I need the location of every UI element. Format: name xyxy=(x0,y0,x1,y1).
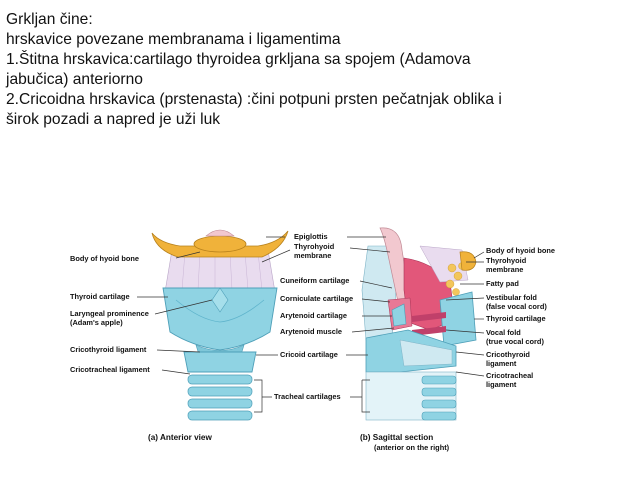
text-line-5: 2.Cricoidna hrskavica (prstenasta) :čini… xyxy=(6,91,502,108)
hyoid-bone-sagittal xyxy=(459,251,477,271)
label-corniculate-cartilage: Corniculate cartilage xyxy=(280,294,353,303)
caption-sagittal-section: (b) Sagittal section xyxy=(360,433,433,442)
label-body-of-hyoid-right: Body of hyoid bone xyxy=(486,246,555,255)
label-cricotracheal-right: Cricotracheal xyxy=(486,371,533,380)
hyoid-bone-anterior xyxy=(151,230,289,258)
label-false-vocal-cord: (false vocal cord) xyxy=(486,302,547,311)
label-body-of-hyoid-left: Body of hyoid bone xyxy=(70,254,139,263)
sagittal-view-drawing xyxy=(361,227,477,421)
anterior-view-drawing xyxy=(151,229,289,421)
label-cricotracheal-ligament-right: ligament xyxy=(486,380,517,389)
label-thyroid-cartilage-left: Thyroid cartilage xyxy=(70,292,130,301)
tracheal-cartilages-anterior xyxy=(187,374,253,421)
label-cricotracheal-ligament-left: Cricotracheal ligament xyxy=(70,365,150,374)
label-cricoid-cartilage: Cricoid cartilage xyxy=(280,350,338,359)
thyroid-cartilage-anterior xyxy=(162,287,278,351)
label-tracheal-cartilages: Tracheal cartilages xyxy=(274,392,341,401)
text-line-6: širok pozadi a napred je uži luk xyxy=(6,111,221,128)
thyroid-cartilage-sagittal xyxy=(439,291,477,347)
text-line-3: 1.Štitna hrskavica:cartilago thyroidea g… xyxy=(6,51,471,68)
label-fatty-pad: Fatty pad xyxy=(486,279,519,288)
text-line-1: Grkljan čine: xyxy=(6,11,93,28)
label-vestibular-fold: Vestibular fold xyxy=(486,293,537,302)
label-laryngeal-prominence: Laryngeal prominence xyxy=(70,309,149,318)
label-thyroid-cartilage-right: Thyroid cartilage xyxy=(486,314,546,323)
label-cricothyroid-ligament-right: ligament xyxy=(486,359,517,368)
cricoid-cartilage-anterior xyxy=(183,351,257,373)
label-cuneiform-cartilage: Cuneiform cartilage xyxy=(280,276,349,285)
label-cricothyroid-ligament-left: Cricothyroid ligament xyxy=(70,345,147,354)
label-thyrohyoid-right: Thyrohyoid xyxy=(486,256,527,265)
label-arytenoid-cartilage: Arytenoid cartilage xyxy=(280,311,347,320)
caption-sagittal-subtitle: (anterior on the right) xyxy=(374,443,450,452)
label-arytenoid-muscle: Arytenoid muscle xyxy=(280,327,342,336)
label-thyrohyoid-center: Thyrohyoid xyxy=(294,242,335,251)
slide-text-block: Grkljan čine: hrskavice povezane membran… xyxy=(6,10,636,130)
label-epiglottis: Epiglottis xyxy=(294,232,328,241)
text-line-4: jabučica) anteriorno xyxy=(6,71,143,88)
label-adams-apple: (Adam's apple) xyxy=(70,318,123,327)
label-vocal-fold: Vocal fold xyxy=(486,328,521,337)
caption-anterior-view: (a) Anterior view xyxy=(148,433,212,442)
label-true-vocal-cord: (true vocal cord) xyxy=(486,337,544,346)
label-thyrohyoid-membrane-center: membrane xyxy=(294,251,331,260)
label-thyrohyoid-membrane-right: membrane xyxy=(486,265,523,274)
label-cricothyroid-right: Cricothyroid xyxy=(486,350,530,359)
tracheal-cartilages-sagittal xyxy=(365,371,457,421)
text-line-2: hrskavice povezane membranama i ligament… xyxy=(6,31,341,48)
